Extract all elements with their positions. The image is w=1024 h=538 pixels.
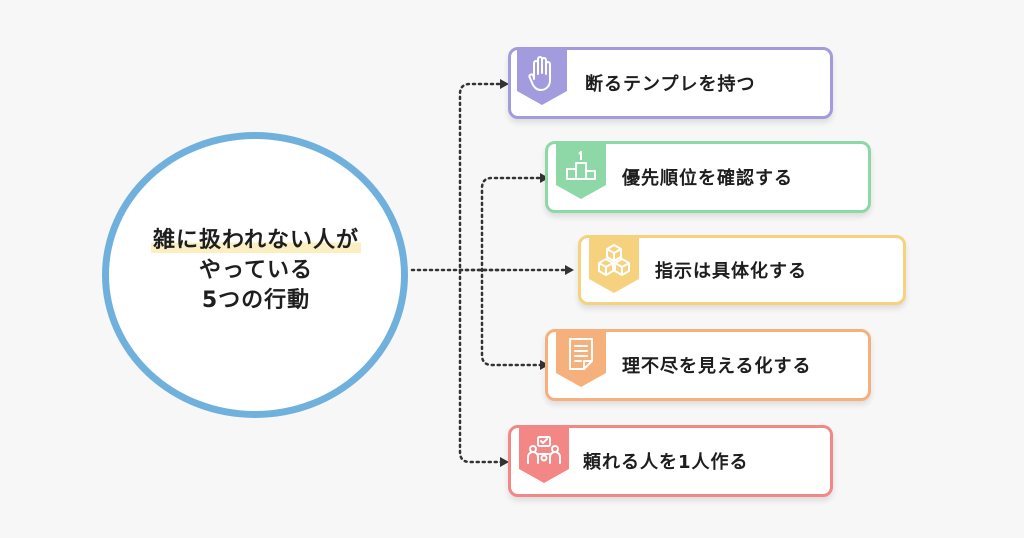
- center-title-line-1: 雑に扱われない人が: [151, 228, 361, 253]
- card-1-label: 断るテンプレを持つ: [585, 74, 756, 95]
- card-3-label: 指示は具体化する: [655, 261, 807, 282]
- team-icon: [527, 436, 561, 464]
- card-2-label: 優先順位を確認する: [622, 168, 793, 189]
- card-5-label: 頼れる人を1人作る: [583, 452, 749, 473]
- arrowhead-1: [500, 79, 509, 89]
- arrowhead-5: [500, 457, 509, 467]
- center-title: 雑に扱われない人が やっている 5つの行動: [100, 226, 412, 316]
- center-title-line-2: やっている: [199, 258, 313, 283]
- boxes-icon: [598, 244, 630, 276]
- card-1-badge: [517, 47, 567, 107]
- action-card-3: 指示は具体化する: [578, 235, 906, 305]
- podium-icon: [566, 151, 596, 180]
- card-2-badge: [556, 141, 606, 201]
- card-4-label: 理不尽を見える化する: [622, 356, 812, 377]
- arrowhead-4: [540, 360, 549, 370]
- card-3-badge: [589, 235, 639, 295]
- connector-outer: [458, 82, 507, 464]
- hand-icon: [528, 56, 551, 91]
- connector-inner: [480, 176, 547, 367]
- action-card-1: 断るテンプレを持つ: [508, 47, 833, 119]
- document-icon: [569, 338, 593, 370]
- action-card-4: 理不尽を見える化する: [545, 329, 871, 401]
- action-card-2: 優先順位を確認する: [545, 141, 871, 213]
- action-card-5: 頼れる人を1人作る: [508, 425, 833, 497]
- card-4-badge: [556, 329, 606, 389]
- card-5-badge: [519, 425, 569, 485]
- arrowhead-3: [565, 265, 574, 275]
- center-circle: [102, 132, 408, 418]
- arrowhead-2: [540, 173, 549, 183]
- center-title-line-3: 5つの行動: [201, 288, 311, 313]
